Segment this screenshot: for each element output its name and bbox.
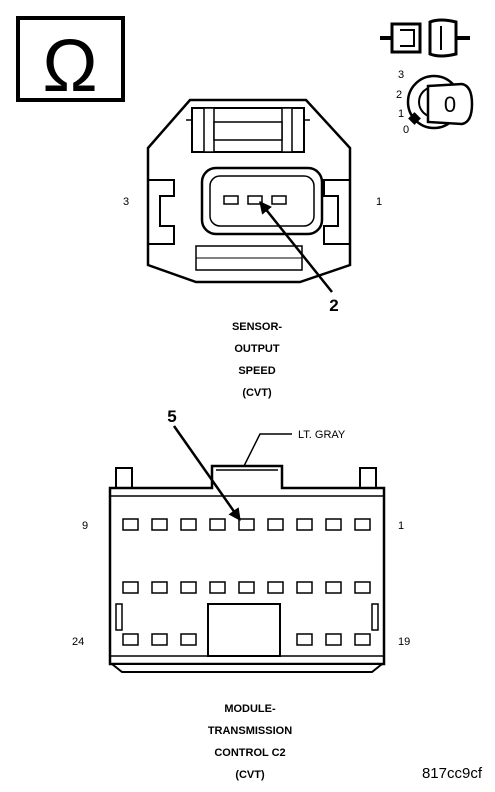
module-pin [267,518,284,531]
module-pin [209,581,226,594]
module-pin [122,581,139,594]
module-pin [151,581,168,594]
ignition-position-3: 3 [398,69,404,81]
sensor-pin [247,195,263,205]
module-pin [209,518,226,531]
ignition-position-2: 2 [396,89,402,101]
svg-text:CONTROL C2: CONTROL C2 [214,747,285,759]
svg-text:TRANSMISSION: TRANSMISSION [208,725,292,737]
ignition-switch-icon: 3 2 1 0 0 [396,69,474,136]
ohm-symbol: Ω [42,24,97,107]
module-connector [108,425,386,673]
speed-sensor-connector [146,98,352,293]
module-pin [325,633,342,646]
module-pin [325,518,342,531]
ignition-position-0: 0 [403,124,409,136]
svg-text:(CVT): (CVT) [235,769,265,781]
module-callout: 5 [167,407,176,426]
figure-reference: 817cc9cf [422,765,483,782]
module-pin [354,633,371,646]
module-pin-top-right-label: 1 [398,520,404,532]
module-pin [325,581,342,594]
module-pin-grid [122,518,371,646]
module-pin [354,581,371,594]
module-pin [122,633,139,646]
module-pin [354,518,371,531]
module-pin [151,518,168,531]
svg-text:(CVT): (CVT) [242,387,272,399]
module-pin [122,518,139,531]
module-color-label: LT. GRAY [298,429,346,441]
module-pin-top-left-label: 9 [82,520,88,532]
ignition-key-label: 0 [444,92,456,117]
ohmmeter-icon: Ω [16,16,125,107]
module-pin-bottom-left-label: 24 [72,636,84,648]
module-pin [238,518,255,531]
module-pin-bottom-right-label: 19 [398,636,410,648]
ignition-position-1: 1 [398,108,404,120]
module-pin [267,581,284,594]
sensor-callout: 2 [329,296,338,315]
module-pin [180,633,197,646]
module-pin [151,633,168,646]
sensor-pin [271,195,287,205]
sensor-pin [223,195,239,205]
module-pin [180,581,197,594]
sensor-pin-left-label: 3 [123,196,129,208]
module-pin [180,518,197,531]
svg-text:SPEED: SPEED [238,365,275,377]
svg-text:MODULE-: MODULE- [224,703,276,715]
svg-text:OUTPUT: OUTPUT [234,343,280,355]
module-pin [296,581,313,594]
svg-text:SENSOR-: SENSOR- [232,321,282,333]
module-pin [238,581,255,594]
sensor-caption: SENSOR- OUTPUT SPEED (CVT) [232,321,282,399]
module-pin [296,633,313,646]
module-caption: MODULE- TRANSMISSION CONTROL C2 (CVT) [208,703,292,781]
sensor-pin-right-label: 1 [376,196,382,208]
module-pin [296,518,313,531]
connector-disconnected-icon [380,18,470,58]
